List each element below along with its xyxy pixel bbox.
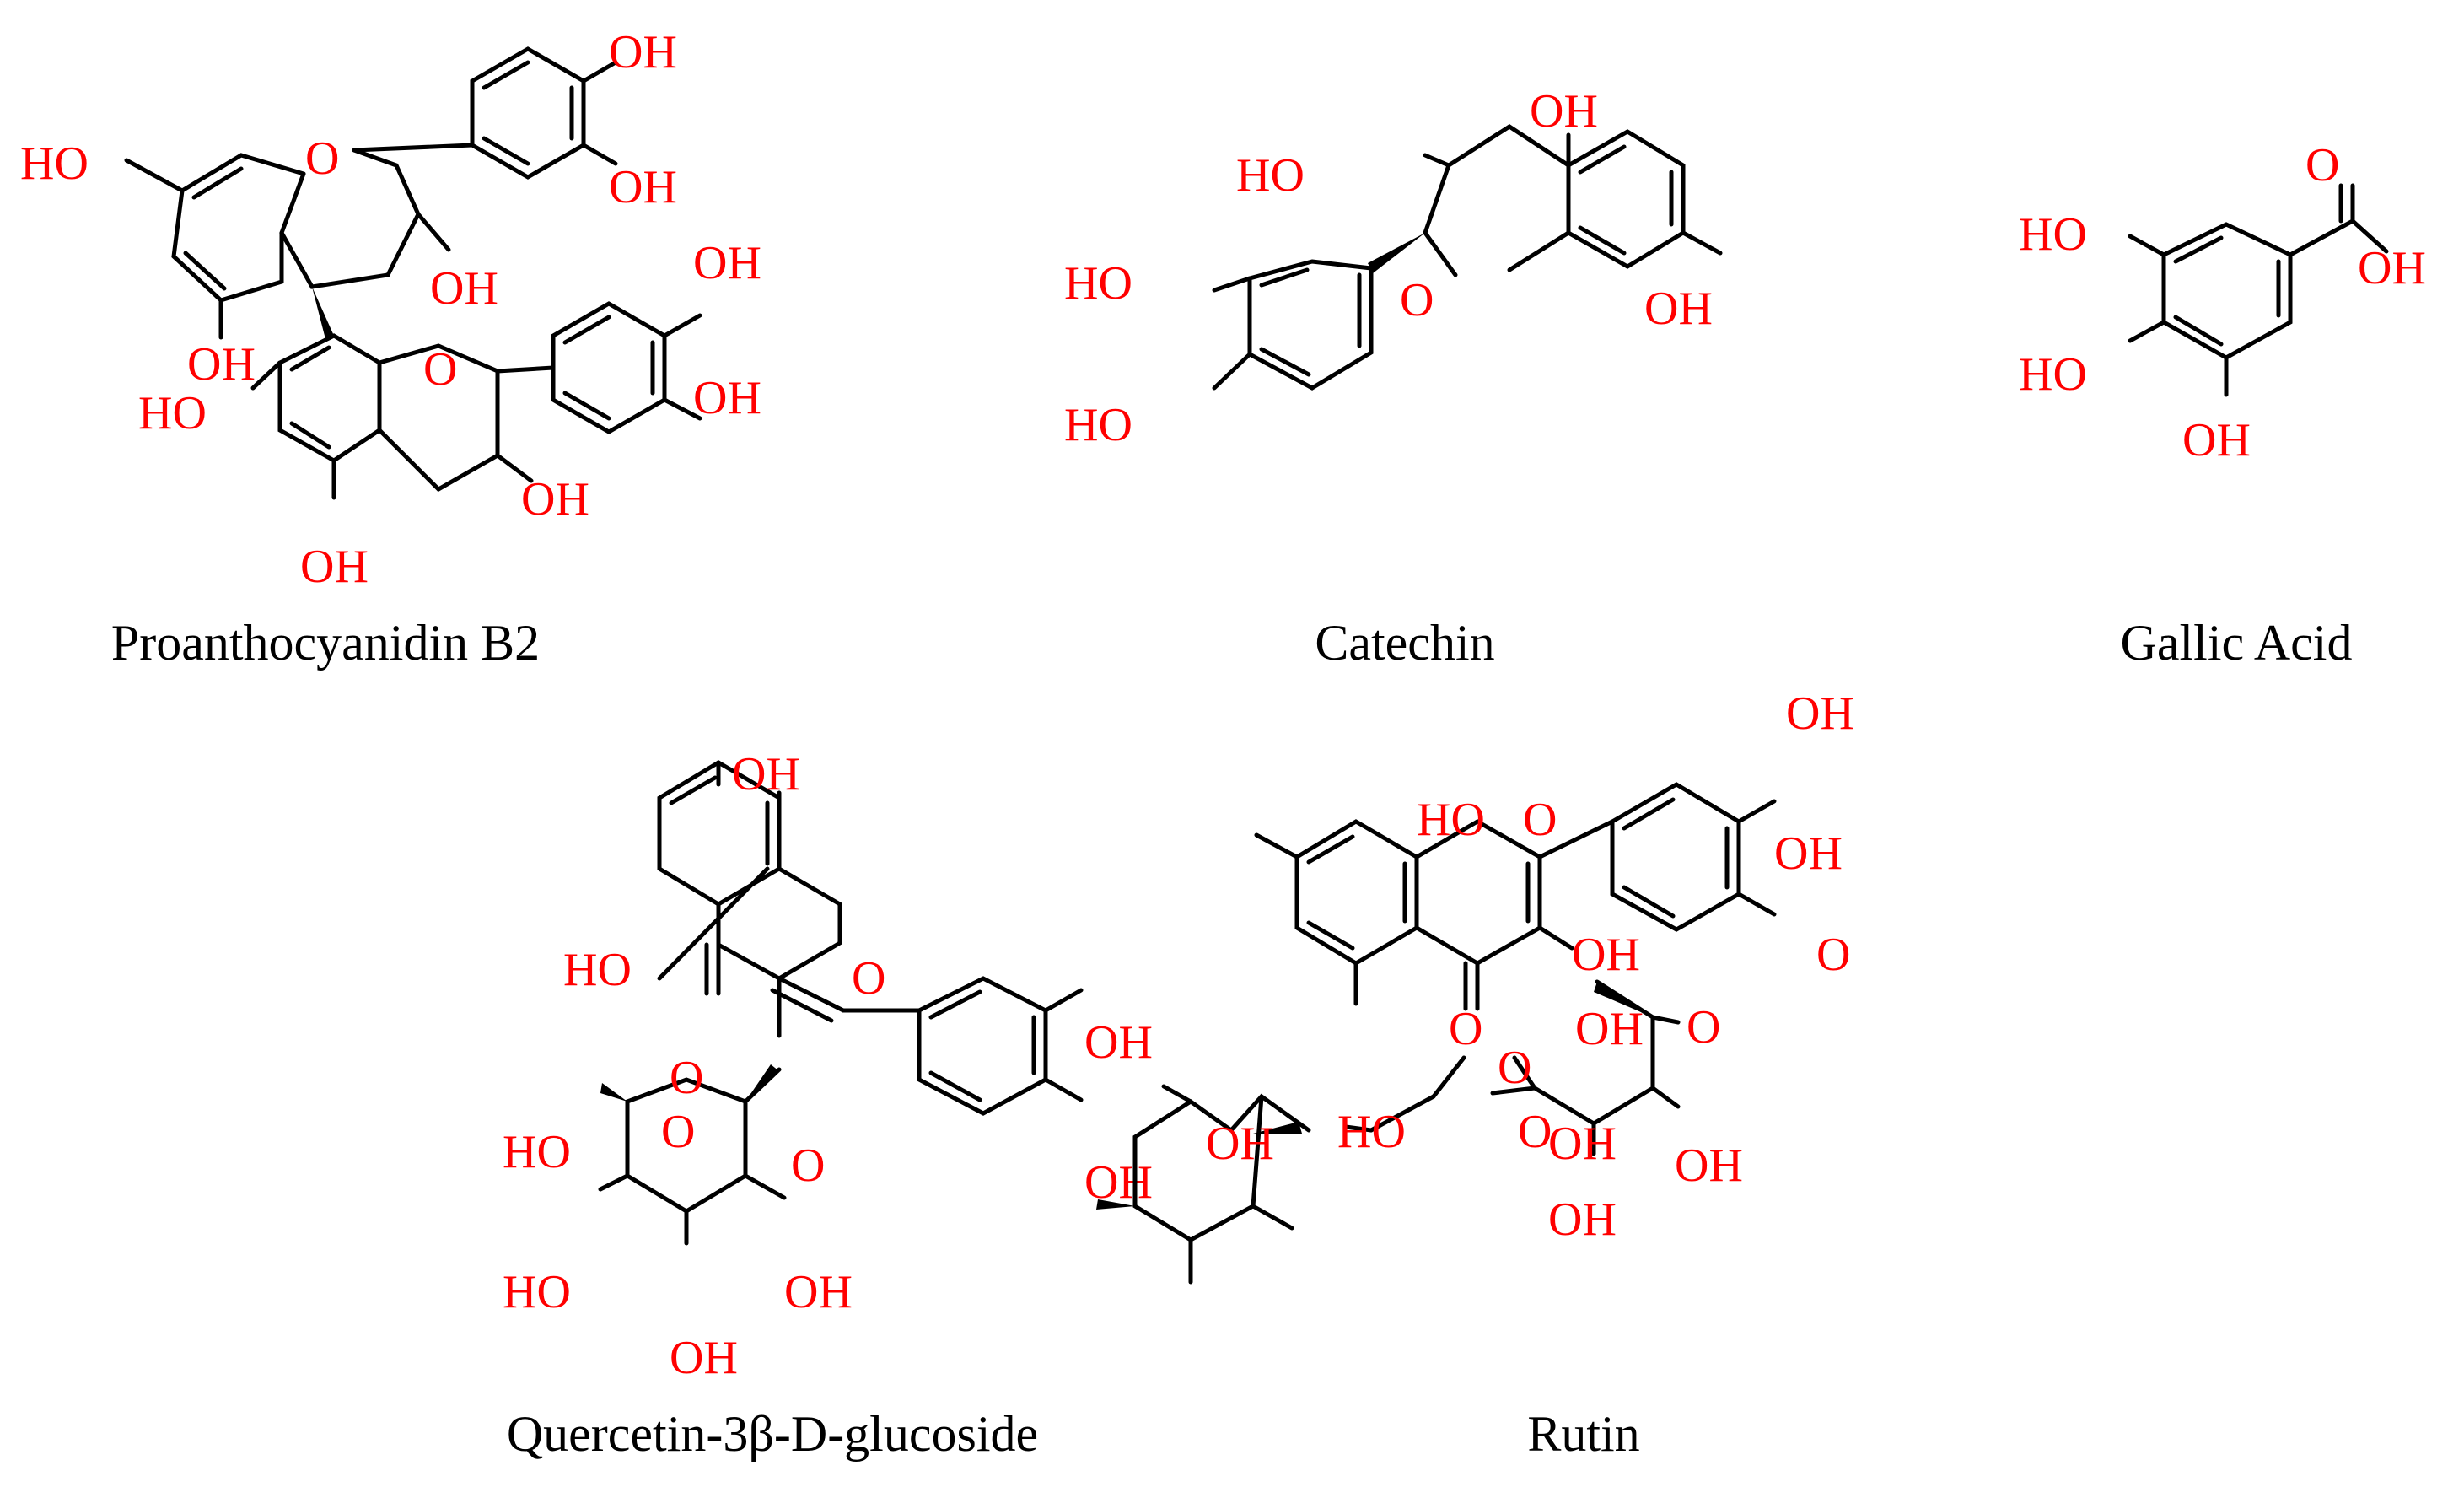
atom-label: O bbox=[1687, 1001, 1720, 1053]
atom-label: O bbox=[2305, 139, 2339, 191]
atom-label: O bbox=[1523, 794, 1557, 846]
atom-label: OH bbox=[732, 748, 800, 800]
atom-label: OH bbox=[1644, 283, 1713, 335]
atom-label: OH bbox=[1774, 827, 1843, 880]
compound-quercetin-glucoside: OH HO O O OH HO O O OH HO OH OH Querceti… bbox=[503, 748, 1153, 1462]
atom-label: HO bbox=[1064, 399, 1132, 451]
atom-label: HO bbox=[2019, 208, 2087, 261]
atom-label: OH bbox=[670, 1332, 738, 1384]
compound-name: Quercetin-3β-D-glucoside bbox=[507, 1406, 1038, 1462]
atom-label: O bbox=[1400, 274, 1434, 326]
atom-label: OH bbox=[1786, 687, 1854, 740]
atom-label: OH bbox=[609, 161, 677, 213]
atom-label: HO bbox=[20, 137, 89, 190]
atom-label: O bbox=[852, 952, 885, 1005]
atom-label: OH bbox=[187, 338, 256, 391]
atom-label: HO bbox=[563, 944, 632, 996]
compound-rutin: OH HO O OH O OH O OH O O OH O OH HO OH O… bbox=[1096, 687, 1854, 1462]
atom-label: OH bbox=[2182, 414, 2251, 466]
atom-label: HO bbox=[1236, 149, 1305, 202]
atom-label: O bbox=[670, 1052, 703, 1104]
atom-label: OH bbox=[1548, 1193, 1617, 1246]
atom-label: HO bbox=[503, 1126, 571, 1178]
compound-name: Rutin bbox=[1527, 1406, 1639, 1462]
atom-label: OH bbox=[1575, 1003, 1644, 1055]
atom-label: O bbox=[423, 343, 457, 396]
atom-label: OH bbox=[2358, 242, 2426, 294]
atom-label: OH bbox=[430, 262, 498, 315]
atom-label: HO bbox=[1064, 257, 1132, 310]
atom-label: OH bbox=[1084, 1016, 1153, 1069]
atom-label: HO bbox=[503, 1266, 571, 1318]
atom-label: OH bbox=[1084, 1156, 1153, 1209]
compound-proanthocyanidin-b2: OH OH HO O OH OH OH OH HO O OH OH Proant… bbox=[20, 26, 761, 671]
compound-name: Proanthocyanidin B2 bbox=[111, 615, 540, 671]
compound-name: Gallic Acid bbox=[2121, 615, 2353, 671]
atom-label: OH bbox=[521, 473, 589, 525]
atom-label: O bbox=[1449, 1003, 1482, 1055]
atom-label: OH bbox=[1206, 1118, 1274, 1170]
atom-label: O bbox=[1816, 929, 1850, 981]
atom-label: O bbox=[661, 1106, 695, 1158]
atom-label: OH bbox=[1675, 1139, 1743, 1192]
atom-label: OH bbox=[1548, 1118, 1617, 1170]
atom-label: O bbox=[791, 1139, 825, 1192]
compound-gallic-acid: O HO OH HO OH Gallic Acid bbox=[2019, 139, 2426, 671]
atom-label: OH bbox=[693, 237, 761, 289]
atom-label: OH bbox=[784, 1266, 853, 1318]
atom-label: OH bbox=[693, 372, 761, 424]
atom-label: HO bbox=[2019, 348, 2087, 401]
atom-label: O bbox=[305, 132, 339, 185]
atom-label: O bbox=[1498, 1042, 1531, 1094]
atom-label: OH bbox=[1572, 929, 1640, 981]
atom-label: OH bbox=[609, 26, 677, 78]
atom-label: HO bbox=[1337, 1106, 1406, 1158]
atom-label: OH bbox=[300, 541, 369, 593]
atom-label: HO bbox=[138, 387, 207, 439]
compound-name: Catechin bbox=[1315, 615, 1494, 671]
atom-label: OH bbox=[1530, 85, 1598, 137]
atom-label: O bbox=[1518, 1106, 1552, 1158]
atom-label: HO bbox=[1417, 794, 1485, 846]
compound-catechin: OH HO HO O OH HO Catechin bbox=[1064, 85, 1723, 671]
